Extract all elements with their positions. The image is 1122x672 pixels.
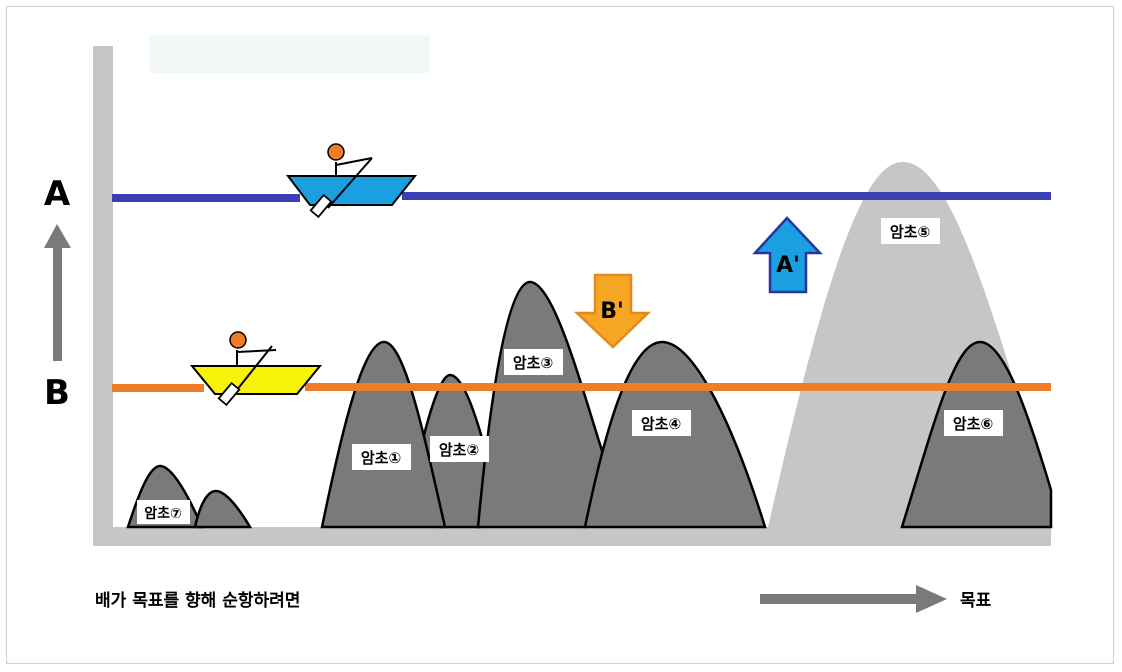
svg-text:암초⑤: 암초⑤	[890, 223, 930, 241]
svg-text:암초①: 암초①	[361, 449, 401, 467]
level-label-b: B	[44, 373, 70, 413]
reef-label-6: 암초⑥	[944, 410, 1003, 436]
level-arrow-shaft	[53, 245, 62, 361]
boat-a	[285, 143, 418, 219]
oar-blade-b	[217, 381, 241, 407]
axis-vertical	[93, 46, 113, 546]
up-arrow-icon	[752, 216, 823, 294]
axis-floor	[93, 527, 1051, 546]
boat-icon	[189, 365, 323, 395]
svg-text:암초③: 암초③	[513, 354, 553, 372]
reef-label-3: 암초③	[504, 349, 563, 375]
reef-label-4: 암초④	[632, 410, 691, 436]
oar-icon	[327, 157, 373, 209]
oar-handle-b	[236, 349, 277, 353]
oar-blade-a	[309, 193, 333, 219]
reef-3	[476, 280, 607, 529]
reef-label-7: 암초⑦	[137, 500, 190, 524]
level-label-a: A	[44, 174, 71, 214]
svg-text:암초②: 암초②	[439, 441, 479, 459]
down-arrow-icon	[573, 273, 652, 349]
reef-1	[320, 340, 447, 529]
boat-icon	[285, 175, 418, 206]
svg-text:암초⑦: 암초⑦	[144, 505, 182, 522]
figure-frame	[6, 6, 1114, 664]
person-icon	[229, 331, 247, 349]
boat-b	[189, 331, 323, 407]
reef-label-2: 암초②	[430, 436, 489, 462]
faded-smudge	[150, 35, 430, 73]
svg-text:암초⑥: 암초⑥	[953, 415, 993, 433]
arrow-a-prime-label: A'	[776, 253, 800, 278]
oar-handle-a	[335, 157, 373, 166]
goal-arrow-shaft	[760, 594, 920, 604]
up-arrow-icon	[44, 224, 71, 248]
person-icon	[327, 143, 345, 161]
reef-label-1: 암초①	[352, 444, 411, 470]
reef-label-5: 암초⑤	[881, 218, 940, 244]
caption-left: 배가 목표를 향해 순항하려면	[95, 590, 300, 611]
right-arrow-icon	[916, 585, 947, 613]
caption-goal: 목표	[960, 591, 992, 611]
svg-text:암초④: 암초④	[641, 415, 681, 433]
oar-icon	[231, 345, 273, 397]
arrow-b-prime-label: B'	[600, 299, 624, 324]
reef-7b	[193, 489, 253, 529]
